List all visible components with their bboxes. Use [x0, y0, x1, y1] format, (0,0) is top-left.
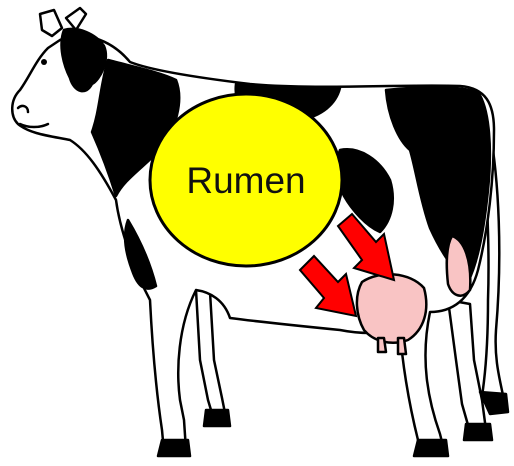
eye	[41, 59, 47, 65]
hind-hoof	[414, 440, 448, 456]
far-hind-hoof	[464, 424, 492, 440]
far-front-leg	[196, 290, 226, 420]
rumen-label: Rumen	[186, 160, 305, 201]
teat-2	[398, 338, 406, 354]
udder	[357, 274, 426, 342]
ear	[40, 10, 62, 36]
far-hind-leg	[448, 300, 486, 432]
teat-1	[378, 338, 386, 352]
far-front-hoof	[204, 410, 230, 426]
front-hoof	[158, 440, 190, 456]
horn	[66, 8, 86, 30]
rumen-callout: Rumen	[150, 94, 342, 266]
